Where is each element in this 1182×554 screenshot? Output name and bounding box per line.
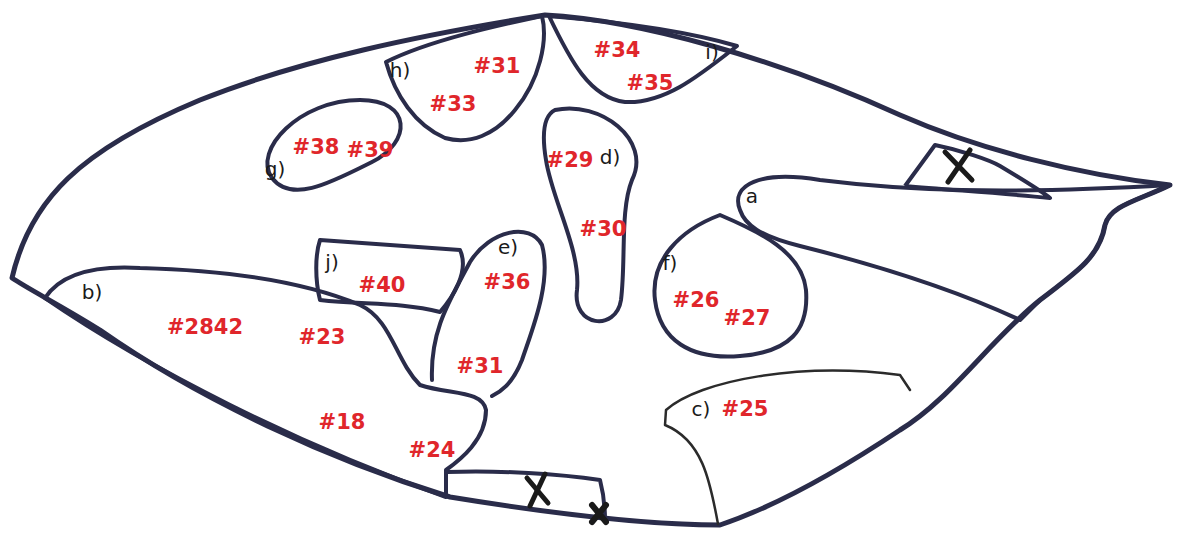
region-outline xyxy=(538,98,654,332)
region-letter: d) xyxy=(600,147,621,167)
callout-number: #23 xyxy=(299,327,346,348)
callout-number: #26 xyxy=(673,290,720,311)
region-outline xyxy=(316,240,463,312)
cross-mark xyxy=(527,474,548,506)
region-outline xyxy=(726,166,1174,324)
map-region: #34 i) #35 xyxy=(543,10,743,108)
region-letter: f) xyxy=(663,253,678,273)
map-region: a xyxy=(726,166,1174,324)
callout-number: #31 xyxy=(474,56,521,77)
region-letter: e) xyxy=(498,237,518,257)
callout-number: #40 xyxy=(359,275,406,296)
cross-mark xyxy=(592,505,606,522)
region-outline xyxy=(660,358,914,528)
region-outline xyxy=(544,108,637,321)
region-outline xyxy=(45,267,486,497)
region-outline xyxy=(432,232,545,396)
region-letter: c) xyxy=(692,399,711,419)
callout-number: #2842 xyxy=(167,317,243,338)
region-outline xyxy=(267,100,400,190)
region-letter: b) xyxy=(82,282,103,302)
callout-number: #35 xyxy=(627,73,674,94)
callout-number: #36 xyxy=(484,272,531,293)
region-outline xyxy=(447,471,605,520)
region-outline xyxy=(386,16,544,140)
callout-number: #24 xyxy=(409,440,456,461)
region-outline xyxy=(654,215,806,357)
region-outline xyxy=(665,371,910,524)
region-outline xyxy=(738,177,1170,320)
callout-number: #27 xyxy=(724,308,771,329)
callout-number: #25 xyxy=(722,399,769,420)
callout-number: #18 xyxy=(319,412,366,433)
region-letter: i) xyxy=(705,42,718,62)
callout-number: #33 xyxy=(430,94,477,115)
region-letter: h) xyxy=(390,60,410,80)
region-outline xyxy=(549,16,737,102)
map-region: c) #25 xyxy=(660,358,914,528)
callout-number: #39 xyxy=(347,140,394,161)
callout-number: #30 xyxy=(580,219,627,240)
callout-number: #31 xyxy=(457,356,504,377)
map-outline xyxy=(12,15,1170,525)
region-outline xyxy=(40,258,492,500)
callout-number: #34 xyxy=(594,40,641,61)
map-region: b) #2842 #23 #18 #24 xyxy=(40,258,492,500)
map-region: h) #31 #33 xyxy=(378,10,550,148)
callout-number: #29 xyxy=(547,150,594,171)
cross-mark xyxy=(945,150,972,182)
callout-number: #38 xyxy=(293,137,340,158)
map-region: #29 d) #30 xyxy=(538,98,654,332)
map-region: e) #36 #31 xyxy=(424,222,554,402)
region-letter: a xyxy=(746,186,758,206)
region-outline xyxy=(650,210,812,362)
map-region: f) #26#27 xyxy=(650,210,812,362)
region-letter: g) xyxy=(265,159,286,179)
map-region: g) #38 #39 xyxy=(250,94,416,200)
region-letter: j) xyxy=(325,252,338,272)
